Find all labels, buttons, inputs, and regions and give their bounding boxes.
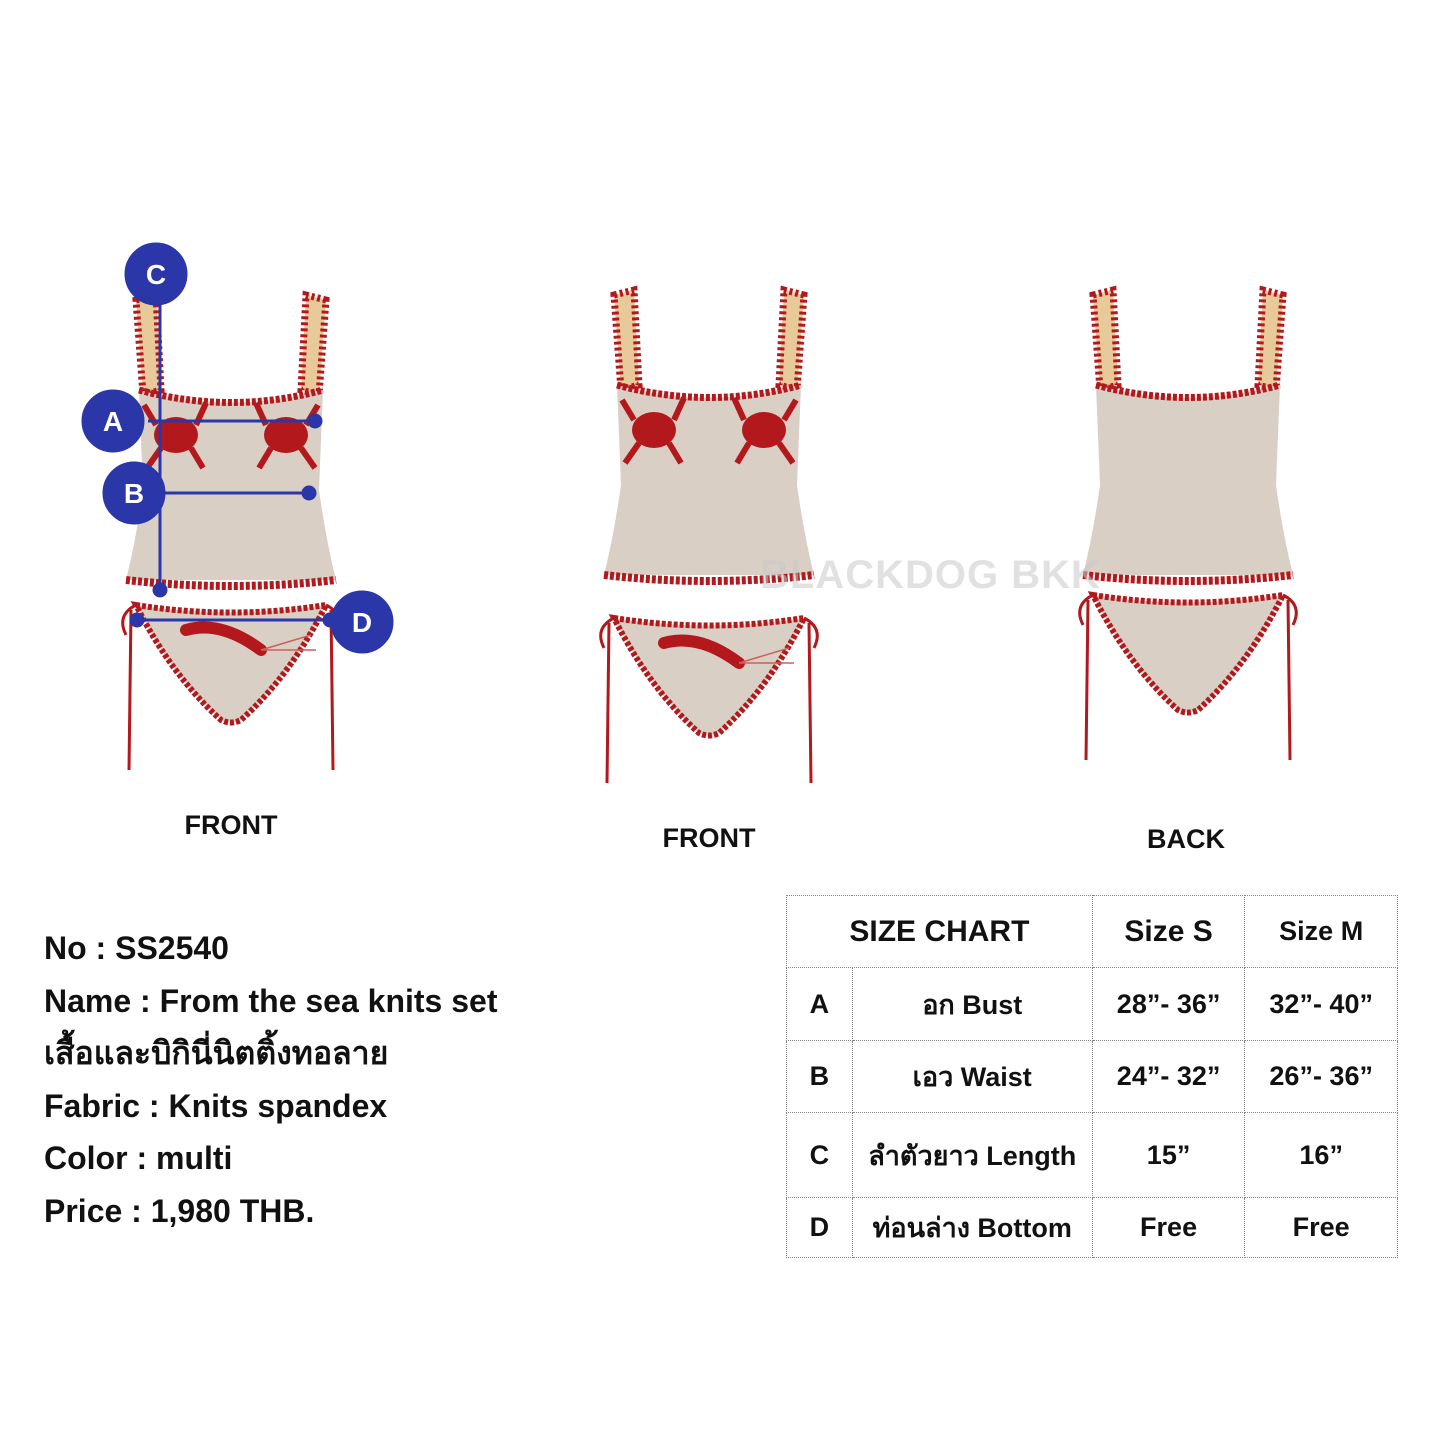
- marker-b-label: B: [124, 478, 144, 509]
- size-chart-header: SIZE CHART Size S Size M: [786, 895, 1398, 968]
- value-size-m: 32”- 40”: [1244, 967, 1398, 1041]
- product-info: No : SS2540 Name : From the sea knits se…: [44, 922, 497, 1237]
- product-price: Price : 1,980 THB.: [44, 1192, 315, 1229]
- product-color: Color : multi: [44, 1140, 233, 1176]
- marker-a-label: A: [103, 406, 123, 437]
- measurement-overlay: [81, 242, 394, 654]
- marker-b: [102, 461, 166, 525]
- column-size-s: Size S: [1091, 895, 1246, 968]
- size-chart: SIZE CHART Size S Size M A อก Bust 28”- …: [786, 895, 1398, 1258]
- table-row: C ลำตัวยาว Length 15” 16”: [786, 1112, 1398, 1198]
- value-size-s: 15”: [1091, 1112, 1246, 1198]
- product-fabric: Fabric : Knits spandex: [44, 1087, 388, 1124]
- row-key: C: [786, 1112, 853, 1198]
- table-row: B เอว Waist 24”- 32” 26”- 36”: [786, 1040, 1398, 1113]
- product-no: No : SS2540: [44, 930, 229, 966]
- row-label: ลำตัวยาว Length: [851, 1112, 1093, 1198]
- product-name: Name : From the sea knits set: [44, 982, 498, 1019]
- watermark: BLACKDOG BKK: [760, 553, 1101, 597]
- garment-back: [1080, 290, 1297, 760]
- row-label: อก Bust: [851, 967, 1093, 1041]
- value-size-m: Free: [1244, 1197, 1398, 1258]
- table-row: A อก Bust 28”- 36” 32”- 40”: [786, 967, 1398, 1041]
- table-row: D ท่อนล่าง Bottom Free Free: [786, 1197, 1398, 1258]
- value-size-m: 16”: [1244, 1112, 1398, 1198]
- garment-front: [601, 290, 818, 783]
- marker-c-label: C: [146, 259, 166, 290]
- row-key: B: [786, 1040, 853, 1113]
- marker-d-label: D: [352, 607, 372, 638]
- value-size-m: 26”- 36”: [1244, 1040, 1398, 1113]
- row-label: เอว Waist: [851, 1040, 1093, 1113]
- garment-front-measured: [123, 295, 340, 770]
- marker-c: [124, 242, 188, 306]
- product-thai-name: เสื้อและบิกินี่นิตติ้งทอลาย: [44, 1035, 389, 1071]
- row-key: A: [786, 967, 853, 1041]
- column-size-m: Size M: [1244, 895, 1398, 968]
- marker-a: [81, 389, 145, 453]
- view-label-back: BACK: [1147, 824, 1225, 854]
- value-size-s: Free: [1091, 1197, 1246, 1258]
- view-label-front-measured: FRONT: [184, 810, 278, 840]
- value-size-s: 28”- 36”: [1091, 967, 1246, 1041]
- value-size-s: 24”- 32”: [1091, 1040, 1246, 1113]
- row-label: ท่อนล่าง Bottom: [851, 1197, 1093, 1258]
- marker-d: [330, 590, 394, 654]
- size-chart-title: SIZE CHART: [786, 895, 1093, 968]
- row-key: D: [786, 1197, 853, 1258]
- view-label-front: FRONT: [662, 823, 756, 853]
